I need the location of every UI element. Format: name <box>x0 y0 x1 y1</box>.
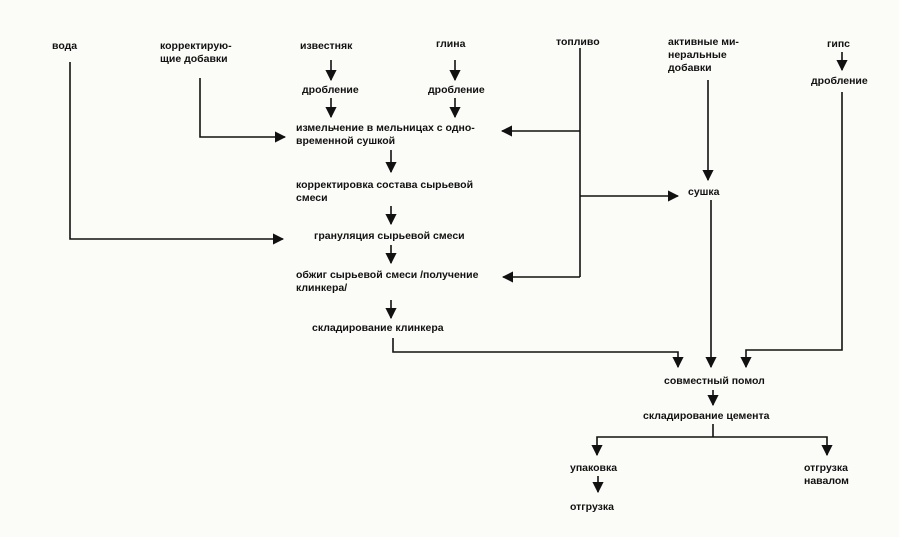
clinker-storage-label: складирование клинкера <box>312 322 444 334</box>
split-to-packing-arrow <box>591 436 713 457</box>
firing-line-2: клинкера/ <box>296 282 348 294</box>
shipment-label: отгрузка <box>570 501 614 513</box>
correcting-additives-line-2: щие добавки <box>160 53 228 65</box>
mix-correction-line-2: смеси <box>296 192 328 204</box>
cement-storage-label: складирование цемента <box>643 410 770 422</box>
mix-correction-line-1: корректировка состава сырьевой <box>296 179 474 191</box>
water-label: вода <box>52 40 78 52</box>
mix-correction-label: корректировка состава сырьевой смеси <box>296 179 473 205</box>
grinding-drying-label: измельчение в мельницах с одно- временно… <box>296 122 475 148</box>
mineral-additives-line-1: активные ми- <box>668 36 739 48</box>
clay-label: глина <box>436 38 466 50</box>
firing-label: обжиг сырьевой смеси /получение клинкера… <box>296 269 478 295</box>
mineral-additives-label: активные ми- неральные добавки <box>668 36 739 75</box>
drying-label: сушка <box>688 186 720 198</box>
split-to-bulk-arrow <box>713 436 833 457</box>
bulk-shipment-label: отгрузка навалом <box>804 462 849 488</box>
gypsum-label: гипс <box>827 38 851 50</box>
granulation-label: грануляция сырьевой смеси <box>314 230 465 242</box>
limestone-crushing-label: дробление <box>302 84 359 96</box>
grinding-drying-line-2: временной сушкой <box>296 135 396 147</box>
firing-line-1: обжиг сырьевой смеси /получение <box>296 269 479 281</box>
limestone-label: известняк <box>300 40 353 52</box>
gypsum-crushing-label: дробление <box>811 75 868 87</box>
fuel-label: топливо <box>556 36 600 48</box>
mineral-additives-line-3: добавки <box>668 62 712 74</box>
gypsum-crushing-to-joint-grinding-connector <box>740 92 843 369</box>
water-connector <box>69 62 285 245</box>
grinding-drying-line-1: измельчение в мельницах с одно- <box>296 122 475 134</box>
joint-grinding-label: совместный помол <box>664 375 765 387</box>
bulk-shipment-line-2: навалом <box>804 475 849 487</box>
clay-crushing-label: дробление <box>428 84 485 96</box>
correcting-additives-label: корректирую- щие добавки <box>160 40 232 66</box>
correcting-additives-line-1: корректирую- <box>160 40 232 52</box>
packing-label: упаковка <box>570 462 618 474</box>
bulk-shipment-line-1: отгрузка <box>804 462 848 474</box>
clinker-to-joint-grinding-connector <box>392 338 684 369</box>
mineral-additives-line-2: неральные <box>668 49 727 61</box>
additives-connector <box>199 78 287 143</box>
